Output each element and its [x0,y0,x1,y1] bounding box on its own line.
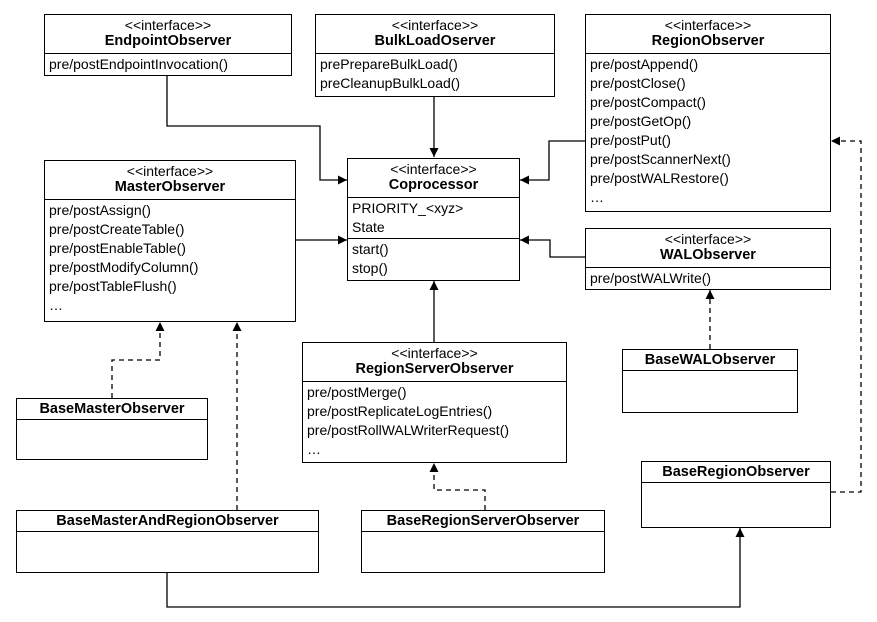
coprocessor-interface: <<interface>> Coprocessor PRIORITY_<xyz>… [347,158,520,281]
master-observer-methods: pre/postAssign() pre/postCreateTable() p… [45,200,295,316]
wal-observer-name: WALObserver [660,247,756,263]
method: preCleanupBulkLoad() [320,75,461,91]
stereotype-label: <<interface>> [126,163,214,179]
base-master-observer-name: BaseMasterObserver [17,399,207,420]
endpoint-observer-header: <<interface>> EndpointObserver [45,15,291,54]
regionserver-observer-methods: pre/postMerge() pre/postReplicateLogEntr… [303,382,566,460]
edge-baseregionserver-to-regionserver [429,463,486,510]
stereotype-label: <<interface>> [390,161,477,177]
region-observer-interface: <<interface>> RegionObserver pre/postApp… [585,14,831,212]
stereotype-label: <<interface>> [664,231,752,247]
bulkload-observer-header: <<interface>> BulkLoadOserver [316,15,554,54]
method: pre/postCreateTable() [49,221,185,237]
edge-endpoint-to-coprocessor [166,76,347,185]
master-observer-name: MasterObserver [114,179,226,195]
edge-baseregion-to-region [831,136,862,493]
stereotype-label: <<interface>> [391,345,478,361]
method: pre/postClose() [590,75,686,91]
method: start() [352,241,389,257]
method: pre/postPut() [590,132,671,148]
base-regionserver-observer-class: BaseRegionServerObserver [361,510,605,573]
regionserver-observer-name: RegionServerObserver [355,361,514,377]
method: pre/postReplicateLogEntries() [307,403,493,419]
method: pre/postAssign() [49,202,151,218]
master-observer-interface: <<interface>> MasterObserver pre/postAss… [44,160,296,322]
bulkload-observer-interface: <<interface>> BulkLoadOserver prePrepare… [315,14,555,97]
method: … [307,441,321,457]
endpoint-observer-interface: <<interface>> EndpointObserver pre/postE… [44,14,292,76]
base-master-and-region-observer-name: BaseMasterAndRegionObserver [17,511,318,532]
base-region-observer-class: BaseRegionObserver [641,461,831,528]
method: prePrepareBulkLoad() [320,56,458,72]
base-regionserver-observer-name: BaseRegionServerObserver [362,511,604,532]
field: PRIORITY_<xyz> [352,200,464,216]
regionserver-observer-interface: <<interface>> RegionServerObserver pre/p… [302,342,567,463]
method: pre/postAppend() [590,56,699,72]
bulkload-observer-methods: prePrepareBulkLoad() preCleanupBulkLoad(… [316,54,554,94]
endpoint-observer-methods: pre/postEndpointInvocation() [45,54,291,75]
method: pre/postRollWALWriterRequest() [307,422,510,438]
wal-observer-interface: <<interface>> WALObserver pre/postWALWri… [585,228,831,290]
stereotype-label: <<interface>> [391,17,479,33]
method: … [49,297,63,313]
coprocessor-name: Coprocessor [388,177,479,193]
method: stop() [352,260,388,276]
method: pre/postWALWrite() [590,270,712,286]
method: pre/postWALRestore() [590,170,729,186]
edge-basemaster-to-master [111,322,165,398]
method: pre/postMerge() [307,384,407,400]
field: State [352,219,385,235]
master-observer-header: <<interface>> MasterObserver [45,161,295,200]
method: pre/postGetOp() [590,113,692,129]
method: pre/postEnableTable() [49,240,186,256]
base-wal-observer-name: BaseWALObserver [623,350,797,371]
region-observer-header: <<interface>> RegionObserver [586,15,830,54]
coprocessor-methods: start() stop() [348,238,519,279]
stereotype-label: <<interface>> [124,17,212,33]
method: pre/postScannerNext() [590,151,731,167]
endpoint-observer-name: EndpointObserver [104,33,232,49]
method: pre/postModifyColumn() [49,259,199,275]
base-master-and-region-observer-class: BaseMasterAndRegionObserver [16,510,319,573]
edge-basemasterregion-to-baseregion [166,528,745,608]
regionserver-observer-header: <<interface>> RegionServerObserver [303,343,566,382]
bulkload-observer-name: BulkLoadOserver [374,33,496,49]
base-region-observer-name: BaseRegionObserver [642,462,830,483]
method: pre/postEndpointInvocation() [49,56,228,72]
method: … [590,189,604,205]
edge-wal-to-coprocessor [520,235,585,258]
wal-observer-methods: pre/postWALWrite() [586,268,830,289]
method: pre/postTableFlush() [49,278,177,294]
stereotype-label: <<interface>> [664,17,752,33]
base-master-observer-class: BaseMasterObserver [16,398,208,460]
coprocessor-fields: PRIORITY_<xyz> State [348,198,519,238]
coprocessor-header: <<interface>> Coprocessor [348,159,519,198]
base-wal-observer-class: BaseWALObserver [622,349,798,413]
region-observer-name: RegionObserver [651,33,765,49]
method: pre/postCompact() [590,94,706,110]
edge-region-to-coprocessor [520,140,585,185]
region-observer-methods: pre/postAppend() pre/postClose() pre/pos… [586,54,830,208]
wal-observer-header: <<interface>> WALObserver [586,229,830,268]
